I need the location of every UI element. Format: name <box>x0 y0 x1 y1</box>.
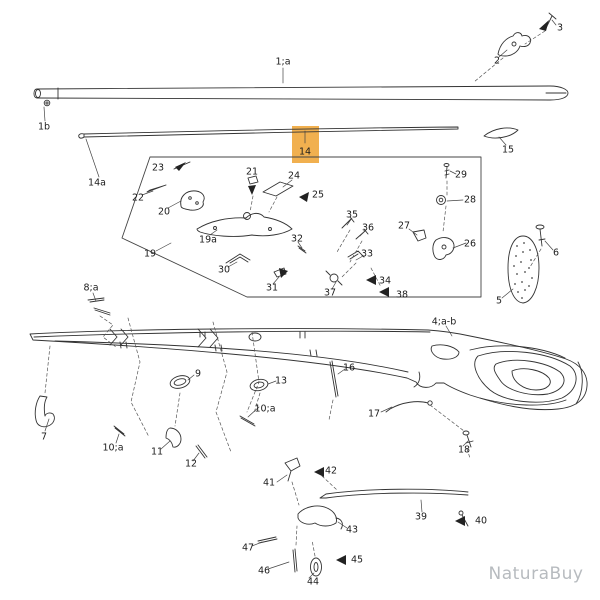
part-label-14: 14 <box>298 146 312 158</box>
lock-parts-box <box>121 156 482 298</box>
part-label-18: 18 <box>457 444 471 456</box>
part-label-25: 25 <box>311 189 325 201</box>
part-label-23: 23 <box>151 162 165 174</box>
part-15-drawing <box>483 127 519 139</box>
part-3-drawing <box>545 12 557 29</box>
part-label-14a: 14a <box>88 177 106 189</box>
part-label-15: 15 <box>501 144 515 156</box>
part-label-22: 22 <box>131 192 145 204</box>
stock-drawing <box>29 328 588 411</box>
part-label-28: 28 <box>463 194 477 206</box>
part-label-1a: 1;a <box>275 56 291 68</box>
part-5-drawing <box>507 235 540 304</box>
part-label-16: 16 <box>342 362 356 374</box>
arrowheads <box>175 20 549 565</box>
part-label-40: 40 <box>474 515 488 527</box>
part-label-1b: 1b <box>37 121 51 133</box>
naturabuy-watermark: NaturaBuy <box>488 564 584 584</box>
part-label-3: 3 <box>556 22 564 34</box>
lock-small-parts <box>146 161 455 286</box>
leader-lines <box>43 19 557 579</box>
part-label-19: 19 <box>143 248 157 260</box>
part-label-33: 33 <box>360 248 374 260</box>
ramrod-drawing <box>78 126 459 139</box>
part-5-stipple <box>513 242 533 299</box>
part-6-drawing <box>535 224 546 247</box>
part-label-17: 17 <box>367 408 381 420</box>
part-label-9: 9 <box>194 368 202 380</box>
part-2-drawing <box>497 32 531 57</box>
part-label-35: 35 <box>345 209 359 221</box>
part-label-29: 29 <box>454 169 468 181</box>
part-label-5: 5 <box>495 295 503 307</box>
part-label-47: 47 <box>241 542 255 554</box>
part-label-34: 34 <box>378 275 392 287</box>
part-label-42: 42 <box>324 465 338 477</box>
part-label-27: 27 <box>397 220 411 232</box>
part-label-26: 26 <box>463 238 477 250</box>
part-label-24: 24 <box>287 170 301 182</box>
part-label-44: 44 <box>306 576 320 588</box>
part-label-36: 36 <box>361 222 375 234</box>
part-label-21: 21 <box>245 166 259 178</box>
barrel-drawing <box>33 85 569 107</box>
part-label-37: 37 <box>323 287 337 299</box>
part-label-38: 38 <box>395 289 409 301</box>
part-label-7: 7 <box>40 431 48 443</box>
part-label-2: 2 <box>493 55 501 67</box>
part-label-46: 46 <box>257 565 271 577</box>
part-label-6: 6 <box>552 247 560 259</box>
part-label-31: 31 <box>265 282 279 294</box>
part-label-45: 45 <box>350 554 364 566</box>
part-label-11: 11 <box>150 446 164 458</box>
part-label-30: 30 <box>217 264 231 276</box>
trigger-group-parts <box>257 457 469 577</box>
part-label-20: 20 <box>157 206 171 218</box>
part-label-10a: 10;a <box>102 442 124 454</box>
part-label-39: 39 <box>414 511 428 523</box>
part-label-43: 43 <box>345 524 359 536</box>
part-label-41: 41 <box>262 477 276 489</box>
part-label-13: 13 <box>274 375 288 387</box>
part-label-4ab: 4;a-b <box>431 316 457 328</box>
part-label-10a: 10;a <box>254 403 276 415</box>
part-label-32: 32 <box>290 233 304 245</box>
part-label-12: 12 <box>184 458 198 470</box>
dashed-alignment-lines <box>44 30 546 557</box>
part-label-8a: 8;a <box>83 282 99 294</box>
part-label-19a: 19a <box>199 234 217 246</box>
